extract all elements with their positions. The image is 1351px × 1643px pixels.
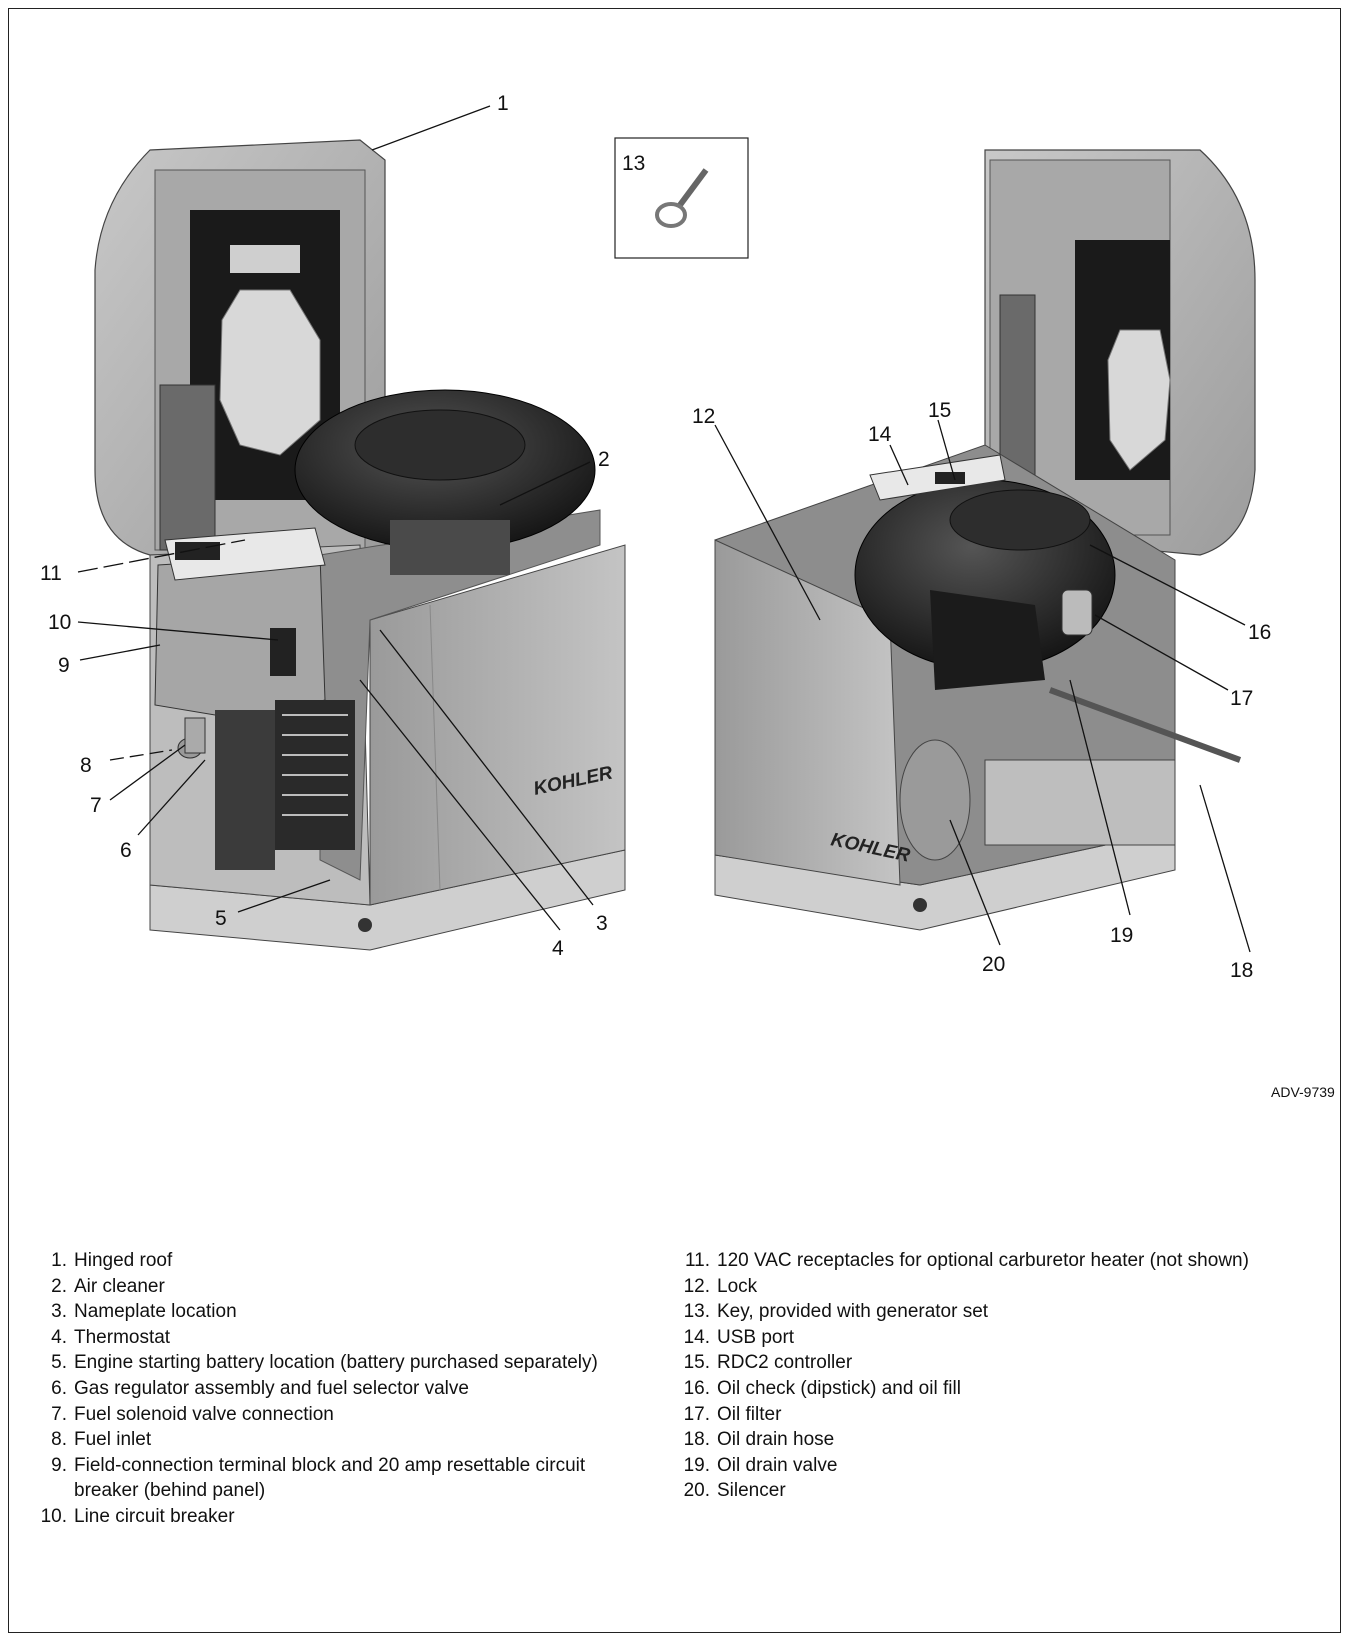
- page-frame: [8, 8, 1341, 1633]
- legend-item-text: Thermostat: [74, 1326, 171, 1348]
- legend-item-number: 1.: [51, 1250, 67, 1271]
- legend-item: 3. Nameplate location: [27, 1299, 598, 1325]
- legend-item-number: 7.: [51, 1403, 67, 1425]
- legend-item: 7. Fuel solenoid valve connection: [27, 1402, 598, 1428]
- callout-14: 14: [868, 423, 892, 446]
- key-inset: [614, 137, 749, 259]
- legend-item-number: 11.: [684, 1250, 710, 1271]
- legend-item-text: Oil check (dipstick) and oil fill: [717, 1377, 961, 1399]
- legend-item-number: 2.: [51, 1275, 67, 1297]
- legend-item: 10. Line circuit breaker: [27, 1504, 598, 1530]
- callout-7: 7: [90, 794, 102, 817]
- legend-item: 8. Fuel inlet: [27, 1427, 598, 1453]
- legend-item: 9. Field-connection terminal block and 20…: [27, 1453, 598, 1479]
- legend-item-text: 120 VAC receptacles for optional carbure…: [717, 1250, 1249, 1271]
- legend-item: 1. Hinged roof: [27, 1248, 598, 1274]
- legend-item-text: Lock: [717, 1275, 758, 1297]
- legend-item-text: Engine starting battery location (batter…: [74, 1352, 598, 1374]
- legend-item-number: 20.: [683, 1480, 710, 1502]
- drawing-id: ADV-9739: [1271, 1084, 1335, 1100]
- callout-20: 20: [982, 953, 1006, 976]
- key-icon: [677, 168, 709, 207]
- legend-item-number: 9.: [51, 1454, 67, 1476]
- legend-item-number: 3.: [51, 1301, 67, 1323]
- legend-item: 19. Oil drain valve: [670, 1453, 1249, 1479]
- legend-item: 6. Gas regulator assembly and fuel select…: [27, 1376, 598, 1402]
- legend-item: 17. Oil filter: [670, 1402, 1249, 1428]
- legend-item-text: Hinged roof: [74, 1250, 173, 1271]
- legend-item-number: 12.: [683, 1275, 710, 1297]
- legend-item-number: 10.: [40, 1505, 67, 1527]
- legend-item-text: Oil drain valve: [717, 1454, 838, 1476]
- callout-6: 6: [120, 839, 132, 862]
- legend-item: 13. Key, provided with generator set: [670, 1299, 1249, 1325]
- callout-8: 8: [80, 754, 92, 777]
- callout-15: 15: [928, 399, 952, 422]
- legend-item: 20. Silencer: [670, 1478, 1249, 1504]
- legend-item-number: 14.: [683, 1326, 710, 1348]
- legend-item-text: Air cleaner: [74, 1275, 165, 1297]
- legend-item-text: Nameplate location: [74, 1301, 237, 1323]
- legend-item-text: Oil filter: [717, 1403, 782, 1425]
- callout-16: 16: [1248, 621, 1272, 644]
- legend-item-number: 15.: [683, 1352, 710, 1374]
- legend-item: 4. Thermostat: [27, 1325, 598, 1351]
- legend-item-number: 8.: [51, 1429, 67, 1451]
- legend-item-text: Line circuit breaker: [74, 1505, 235, 1527]
- callout-13: 13: [622, 152, 646, 175]
- legend-item: 15. RDC2 controller: [670, 1350, 1249, 1376]
- callout-3: 3: [596, 912, 608, 935]
- legend-item-number: 6.: [51, 1377, 67, 1399]
- legend-right-list: 11. 120 VAC receptacles for optional carb…: [670, 1248, 1249, 1504]
- callout-9: 9: [58, 654, 70, 677]
- callout-5: 5: [215, 907, 227, 930]
- legend-item-number: 13.: [683, 1301, 710, 1323]
- legend-item-continuation: breaker (behind panel): [74, 1480, 266, 1502]
- legend-item-text: USB port: [717, 1326, 795, 1348]
- legend-item-number: 16.: [683, 1377, 710, 1399]
- legend-item-text: Gas regulator assembly and fuel selector…: [74, 1377, 469, 1399]
- callout-4: 4: [552, 937, 564, 960]
- legend-item-number: 17.: [683, 1403, 710, 1425]
- legend-item-text: Silencer: [717, 1480, 786, 1502]
- legend-item-text: Oil drain hose: [717, 1429, 835, 1451]
- legend-item-text: Field-connection terminal block and 20 a…: [74, 1454, 586, 1476]
- legend-item-number: 4.: [51, 1326, 67, 1348]
- legend-item: 5. Engine starting battery location (batt…: [27, 1350, 598, 1376]
- callout-12: 12: [692, 405, 716, 428]
- legend-item-number: 18.: [683, 1429, 710, 1451]
- callout-18: 18: [1230, 959, 1254, 982]
- legend-item: 11. 120 VAC receptacles for optional carb…: [670, 1248, 1249, 1274]
- legend-item-text: Fuel inlet: [74, 1429, 152, 1451]
- legend-item: 2. Air cleaner: [27, 1274, 598, 1300]
- callout-10: 10: [48, 611, 72, 634]
- callout-2: 2: [598, 448, 610, 471]
- legend-item: 12. Lock: [670, 1274, 1249, 1300]
- legend-left-list: 1. Hinged roof 2. Air cleaner 3. Nameplate lo…: [27, 1248, 598, 1530]
- legend-item-text: RDC2 controller: [717, 1352, 853, 1374]
- legend-item: 16. Oil check (dipstick) and oil fill: [670, 1376, 1249, 1402]
- legend-item: 18. Oil drain hose: [670, 1427, 1249, 1453]
- legend-item-number: 19.: [683, 1454, 710, 1476]
- legend-item: 14. USB port: [670, 1325, 1249, 1351]
- legend-item-text: Fuel solenoid valve connection: [74, 1403, 334, 1425]
- callout-1: 1: [497, 92, 509, 115]
- callout-19: 19: [1110, 924, 1134, 947]
- right-generator-view: KOHLER: [714, 149, 1256, 931]
- callout-11: 11: [40, 562, 62, 585]
- legend-item-number: 5.: [51, 1352, 67, 1374]
- callout-17: 17: [1230, 687, 1254, 710]
- left-generator-view: KOHLER: [94, 139, 626, 951]
- leader-lines: [77, 105, 1251, 953]
- legend-item-text: Key, provided with generator set: [717, 1301, 989, 1323]
